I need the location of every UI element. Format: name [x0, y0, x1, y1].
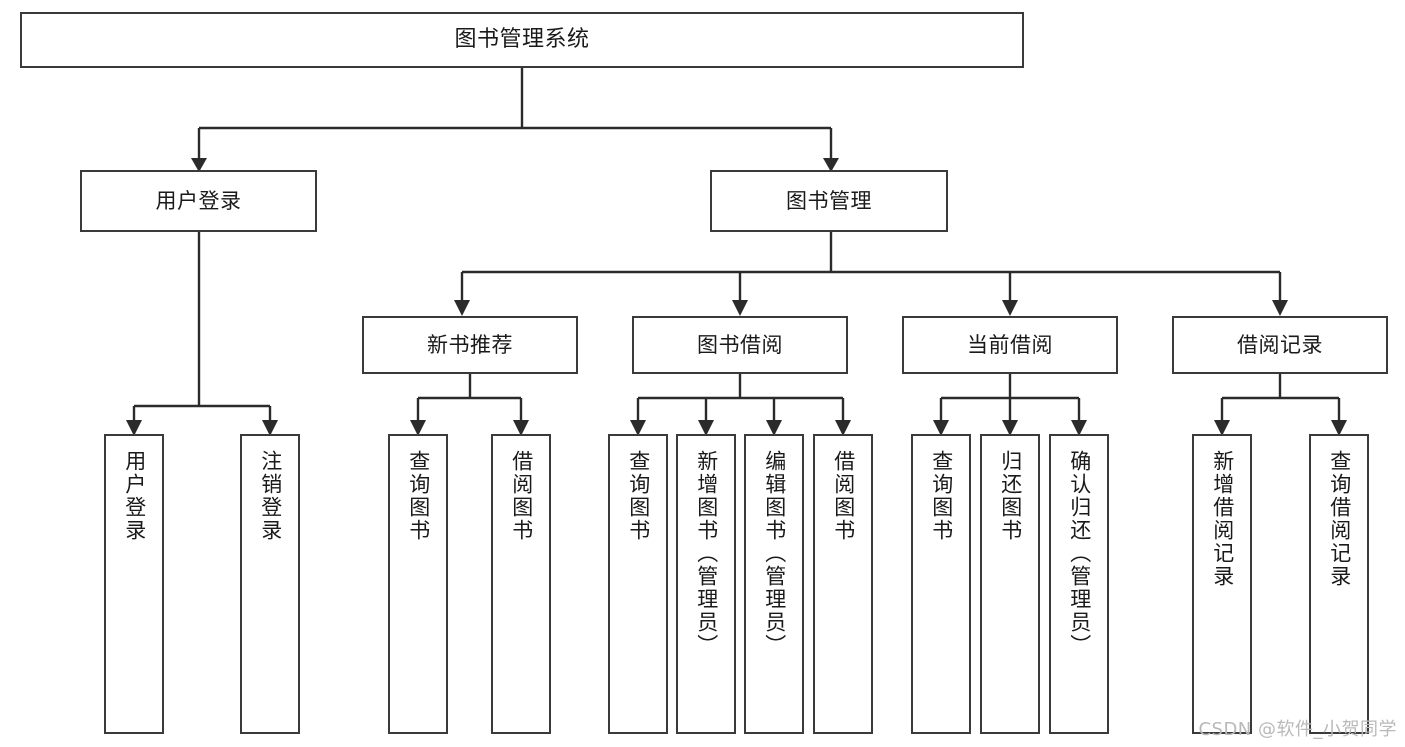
node-new-book-recommend[interactable]: 新书推荐	[362, 316, 578, 374]
node-user-login[interactable]: 用户登录	[80, 170, 317, 232]
node-book-borrow[interactable]: 图书借阅	[632, 316, 848, 374]
node-label: 当前借阅	[967, 332, 1053, 357]
leaf-bb-borrow-book[interactable]: 借阅图书	[813, 434, 873, 734]
node-label: 用户登录	[155, 188, 242, 213]
leaf-bb-add-book-admin[interactable]: 新增图书（管理员）	[676, 434, 736, 734]
node-current-borrow[interactable]: 当前借阅	[902, 316, 1118, 374]
node-label: 新增图书（管理员）	[694, 450, 719, 657]
node-label: 用户登录	[122, 450, 147, 542]
node-label: 借阅记录	[1237, 332, 1323, 357]
node-label: 查询图书	[626, 450, 651, 542]
node-label: 新书推荐	[427, 332, 513, 357]
leaf-br-query-record[interactable]: 查询借阅记录	[1309, 434, 1369, 734]
node-label: 借阅图书	[831, 450, 856, 542]
node-label: 编辑图书（管理员）	[762, 450, 787, 657]
leaf-cb-confirm-return-admin[interactable]: 确认归还（管理员）	[1049, 434, 1109, 734]
arrow-to-book-borrow	[732, 300, 748, 316]
node-label: 确认归还（管理员）	[1067, 450, 1092, 657]
leaf-bb-edit-book-admin[interactable]: 编辑图书（管理员）	[744, 434, 804, 734]
node-label: 图书借阅	[697, 332, 783, 357]
node-label: 归还图书	[998, 450, 1023, 542]
arrow-to-current-borrow	[1002, 300, 1018, 316]
node-label: 借阅图书	[509, 450, 534, 542]
leaf-logout[interactable]: 注销登录	[240, 434, 300, 734]
node-label: 图书管理	[786, 188, 872, 213]
arrow-to-new-book	[454, 300, 470, 316]
leaf-cb-query-book[interactable]: 查询图书	[911, 434, 971, 734]
node-label: 查询借阅记录	[1327, 450, 1352, 588]
leaf-cb-return-book[interactable]: 归还图书	[980, 434, 1040, 734]
node-borrow-record[interactable]: 借阅记录	[1172, 316, 1388, 374]
node-label: 查询图书	[406, 450, 431, 542]
leaf-nb-borrow-book[interactable]: 借阅图书	[491, 434, 551, 734]
watermark-text: CSDN @软件_小贺同学	[1198, 719, 1397, 740]
leaf-bb-query-book[interactable]: 查询图书	[608, 434, 668, 734]
leaf-br-add-record[interactable]: 新增借阅记录	[1192, 434, 1252, 734]
node-label: 注销登录	[258, 450, 283, 542]
node-label: 图书管理系统	[454, 27, 590, 53]
leaf-nb-query-book[interactable]: 查询图书	[388, 434, 448, 734]
node-label: 新增借阅记录	[1210, 450, 1235, 588]
node-book-management[interactable]: 图书管理	[710, 170, 948, 232]
arrow-to-borrow-record	[1272, 300, 1288, 316]
node-root-system[interactable]: 图书管理系统	[20, 12, 1024, 68]
node-label: 查询图书	[929, 450, 954, 542]
leaf-user-login[interactable]: 用户登录	[104, 434, 164, 734]
